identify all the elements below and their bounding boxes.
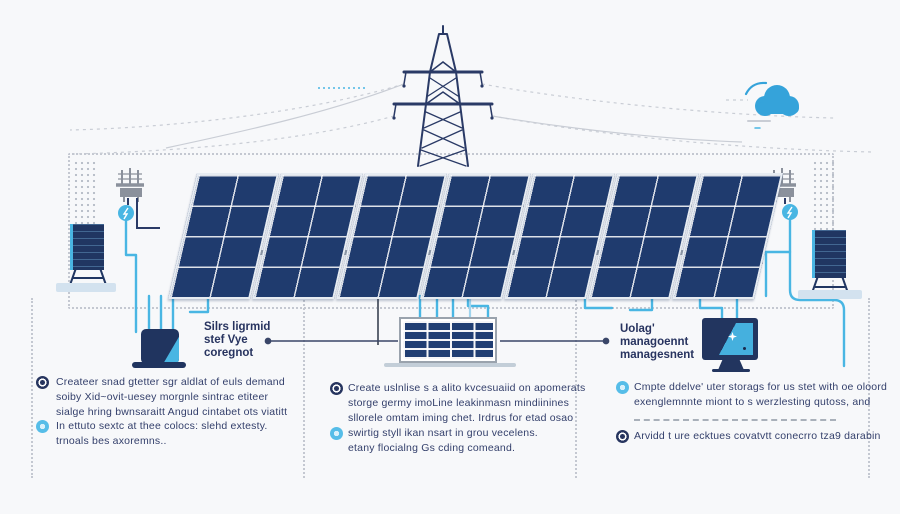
bullet-icon: [616, 381, 629, 394]
column-divider-2: [303, 272, 305, 478]
substation-icon-left: [116, 168, 144, 202]
note-text: exenglemnnte miont to s werzlesting quto…: [634, 396, 871, 408]
bullet-icon: [616, 430, 629, 443]
cloud-icon: [744, 81, 799, 129]
bullet-icon: [330, 382, 343, 395]
note-text: etany flocialng Gs cding comeand.: [348, 442, 516, 454]
battery-rack-icon: [399, 317, 497, 363]
note-text: sllorele omtam iming chet. Irdrus for et…: [348, 412, 574, 424]
right-component-label: Uolag' managoennt managesnent: [620, 323, 694, 362]
right-label-line1: Uolag': [620, 323, 655, 335]
monitor-screen: [707, 323, 753, 355]
left-label-line3: coregnot: [204, 347, 254, 359]
bullet-icon: [36, 420, 49, 433]
column-divider-1: [31, 298, 33, 478]
dashed-separator: [634, 419, 836, 421]
column-divider-4: [868, 298, 870, 478]
bullet-icon: [330, 427, 343, 440]
transmission-tower-icon: [392, 25, 494, 167]
note-text: In ettuto sextc at thee colocs: slehd ex…: [56, 420, 268, 432]
connector-node-icon-right: [782, 204, 798, 220]
laptop-icon: [141, 329, 179, 364]
note-text: trnoals bes axoremns..: [56, 435, 167, 447]
right-label-line3: managesnent: [620, 349, 695, 361]
note-text: soiby Xid~ovit-uesey morgnle sintrac eti…: [56, 391, 269, 403]
left-component-label: Silrs ligrmid stef Vye coregnot: [204, 321, 270, 360]
spark-icon: [728, 332, 737, 341]
platform-right: [798, 290, 862, 299]
platform-left: [56, 283, 116, 292]
monitor-icon: [702, 318, 758, 360]
server-cabinet-icon-right: [812, 230, 846, 278]
left-label-line1: Silrs ligrmid: [204, 321, 271, 333]
note-text: Arvidd t ure ecktues covatvtt conecrro t…: [634, 430, 881, 442]
dot-grid-right: [812, 160, 836, 232]
note-text: Cmpte ddelve' uter storags for us stet w…: [634, 381, 888, 393]
right-label-line2: managoennt: [620, 336, 689, 348]
monitor-dot: [743, 347, 746, 350]
note-text: Createer snad gtetter sgr aldlat of euls…: [56, 376, 285, 388]
laptop-base: [132, 362, 186, 368]
label-callouts: [264, 337, 610, 345]
note-text: sialge hring bwnsaraitt Angud cintabet o…: [56, 406, 288, 418]
connector-node-icon-left: [118, 205, 134, 221]
note-text: swirtig styll ikan nsart in grou vecelen…: [348, 427, 538, 439]
column-divider-3: [575, 272, 577, 478]
navy-connectors: [127, 198, 786, 229]
power-wires: [69, 83, 873, 155]
left-label-line2: stef Vye: [204, 334, 248, 346]
note-text: storge germy imoLine leakinmasn mindiini…: [348, 397, 570, 409]
bullet-icon: [36, 376, 49, 389]
server-cabinet-icon-left: [70, 224, 104, 270]
note-text: Create uslnlise s a alito kvcesuaiid on …: [348, 382, 586, 394]
battery-rack-stand: [384, 363, 516, 367]
monitor-stand: [718, 358, 744, 370]
monitor-base: [712, 369, 750, 372]
